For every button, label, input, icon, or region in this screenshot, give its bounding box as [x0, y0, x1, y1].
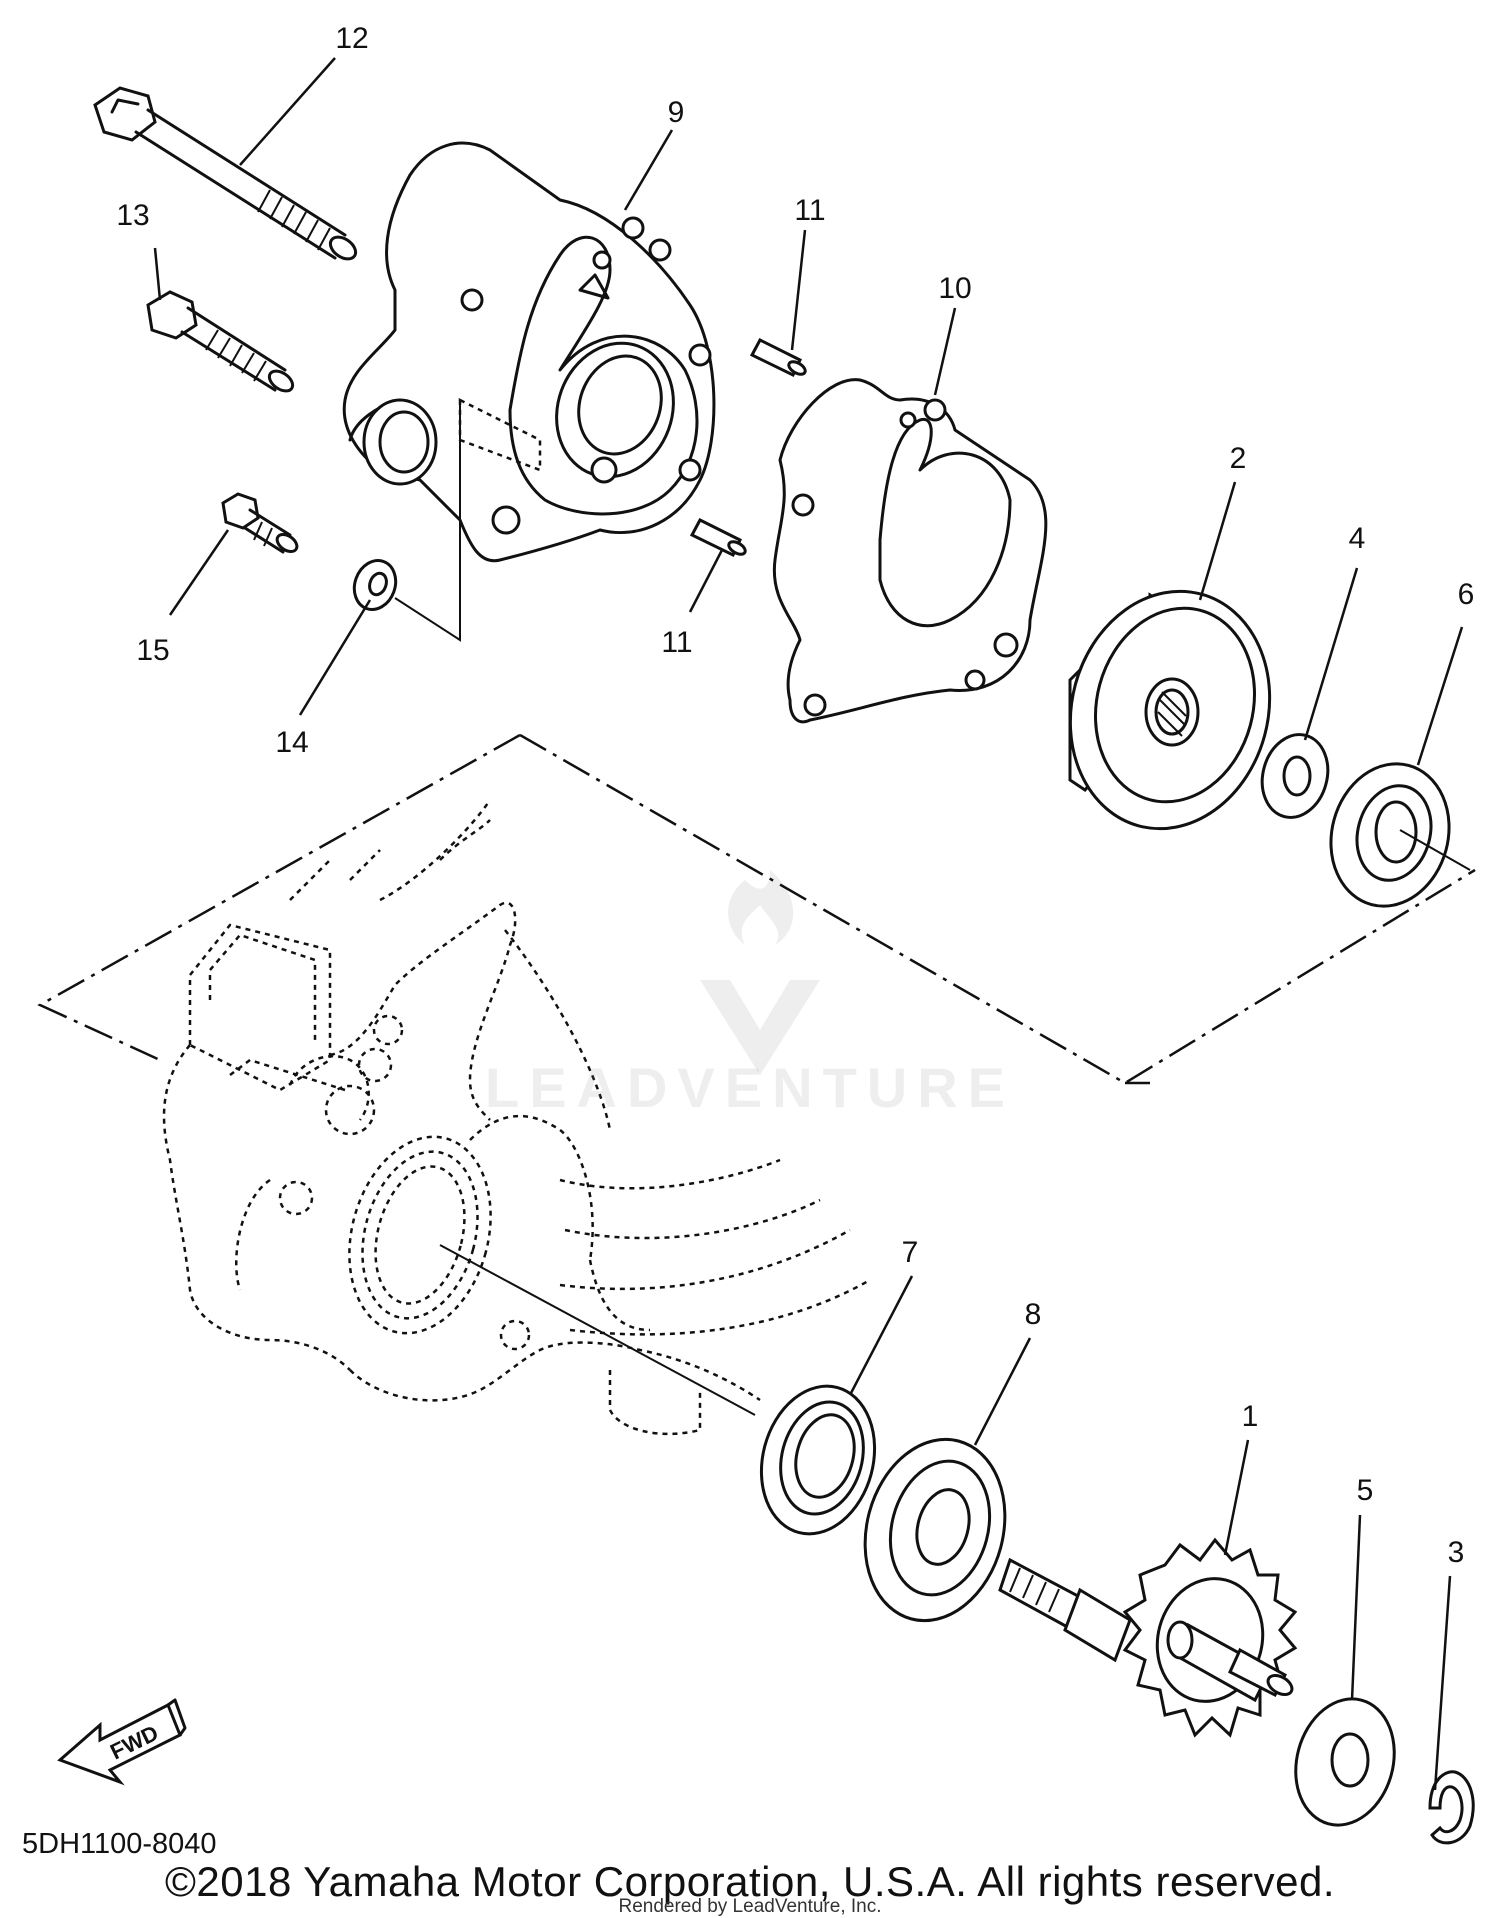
callout-8: 8 — [1025, 1298, 1042, 1331]
callout-7: 7 — [902, 1236, 919, 1269]
washer-impeller — [1260, 733, 1330, 819]
callout-6: 6 — [1458, 578, 1475, 611]
callout-11-lower: 11 — [661, 626, 692, 659]
callout-12: 12 — [335, 22, 368, 55]
diagram-code: 5DH1100-8040 — [22, 1828, 217, 1860]
bolt-short — [221, 492, 299, 554]
pump-cover-gasket — [772, 378, 1048, 724]
watermark-text: LEADVENTURE — [484, 1056, 1016, 1119]
bearing — [863, 1437, 1007, 1623]
dowel-pin-lower — [689, 518, 747, 558]
bolt-long — [93, 86, 358, 261]
callout-1: 1 — [1242, 1400, 1259, 1433]
callout-9: 9 — [668, 96, 685, 129]
callout-14: 14 — [275, 726, 308, 759]
bolt-medium — [146, 290, 295, 393]
leader-lines — [153, 57, 1464, 1791]
watermark-logo — [700, 870, 820, 1075]
copyright-notice: ©2018 Yamaha Motor Corporation, U.S.A. A… — [164, 1858, 1336, 1905]
rendered-by-credit: Rendered by LeadVenture, Inc. — [618, 1896, 882, 1917]
assembly-boundary-line — [37, 733, 1476, 1085]
oil-seal-inner — [759, 1384, 877, 1536]
impeller — [1068, 589, 1272, 831]
callout-13: 13 — [116, 199, 149, 232]
crankcase-housing — [162, 799, 871, 1436]
water-pump-cover — [342, 141, 716, 640]
dowel-pin-upper — [749, 338, 807, 378]
impeller-shaft-gear — [998, 1537, 1298, 1738]
callout-11-upper: 11 — [794, 194, 825, 227]
callout-2: 2 — [1230, 442, 1247, 475]
washer-guide-line — [394, 550, 461, 642]
callout-3: 3 — [1448, 1536, 1465, 1569]
shaft-axis-line — [439, 1244, 756, 1416]
callout-15: 15 — [136, 634, 169, 667]
washer-small — [352, 559, 398, 611]
oil-seal-outer — [1329, 762, 1471, 908]
callout-4: 4 — [1349, 522, 1366, 555]
circlip — [1428, 1770, 1475, 1845]
callout-5: 5 — [1357, 1474, 1374, 1507]
washer-shaft — [1294, 1697, 1396, 1827]
forward-direction-arrow: FWD — [57, 1698, 187, 1786]
callout-labels: 12 9 11 10 13 11 15 14 2 4 6 7 8 1 5 3 — [116, 22, 1474, 1569]
callout-10: 10 — [938, 272, 971, 305]
